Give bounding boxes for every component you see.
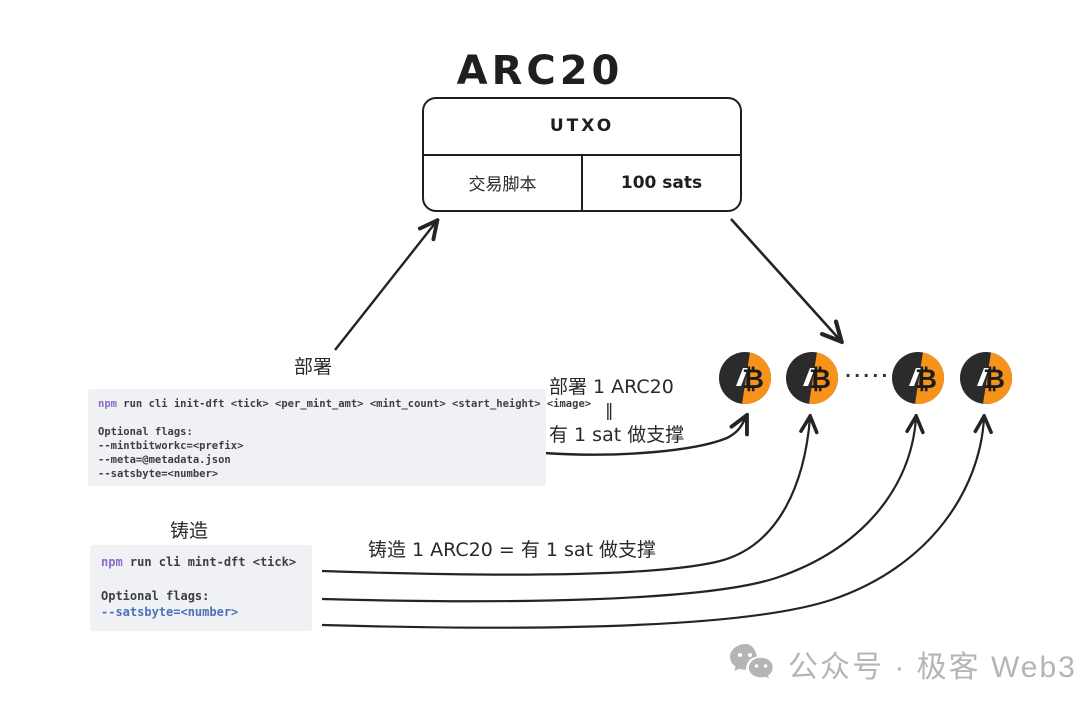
deploy-command: npm run cli init-dft <tick> <per_mint_am… (98, 398, 592, 410)
deploy-note: 部署 1 ARC20 ‖ 有 1 sat 做支撑 (549, 376, 684, 446)
blank-line (98, 411, 536, 425)
utxo-cell-script: 交易脚本 (424, 155, 583, 210)
watermark-text: 公众号 · 极客 Web3 (788, 651, 1077, 684)
arrow-box-to-coins (730, 218, 840, 340)
deploy-label: 部署 (294, 356, 333, 378)
arrow-deploy-to-box (334, 222, 436, 351)
utxo-box-row: 交易脚本 100 sats (424, 155, 740, 210)
deploy-note-line2: 有 1 sat 做支撑 (549, 424, 685, 446)
arc20-coin-icon (786, 352, 838, 404)
mint-optional-flags-label: Optional flags: (101, 589, 210, 603)
page-title: ARC20 (456, 48, 624, 94)
wechat-icon (730, 644, 775, 682)
deploy-flag-satsbyte: --satsbyte=<number> (98, 468, 219, 480)
coins-ellipsis: ····· (845, 366, 891, 385)
utxo-box-header: UTXO (424, 99, 740, 156)
mint-code-block: npm run cli mint-dft <tick> Optional fla… (90, 545, 312, 631)
utxo-cell-sats: 100 sats (620, 172, 703, 193)
npm-keyword: npm (98, 398, 117, 410)
mint-note: 铸造 1 ARC20 = 有 1 sat 做支撑 (368, 539, 657, 561)
deploy-note-line1: 部署 1 ARC20 (549, 376, 674, 398)
arc20-coin-icon (719, 352, 771, 404)
mint-command: npm run cli mint-dft <tick> (101, 555, 297, 569)
mint-label: 铸造 (170, 520, 209, 542)
deploy-note-equals: ‖ (605, 401, 614, 421)
deploy-optional-flags-label: Optional flags: (98, 426, 193, 438)
arc20-coin-icon (960, 352, 1012, 404)
mint-flag-satsbyte: --satsbyte=<number> (101, 605, 239, 619)
deploy-code-block: npm run cli init-dft <tick> <per_mint_am… (88, 389, 592, 486)
arc20-coin-icon (892, 352, 944, 404)
watermark: 公众号 · 极客 Web3 (728, 642, 1077, 686)
npm-keyword: npm (101, 555, 123, 569)
deploy-flag-mintbitworkc: --mintbitworkc=<prefix> (98, 440, 244, 452)
deploy-flag-meta: --meta=@metadata.json (98, 454, 231, 466)
utxo-box: UTXO 交易脚本 100 sats (422, 97, 742, 212)
blank-line (101, 570, 301, 588)
